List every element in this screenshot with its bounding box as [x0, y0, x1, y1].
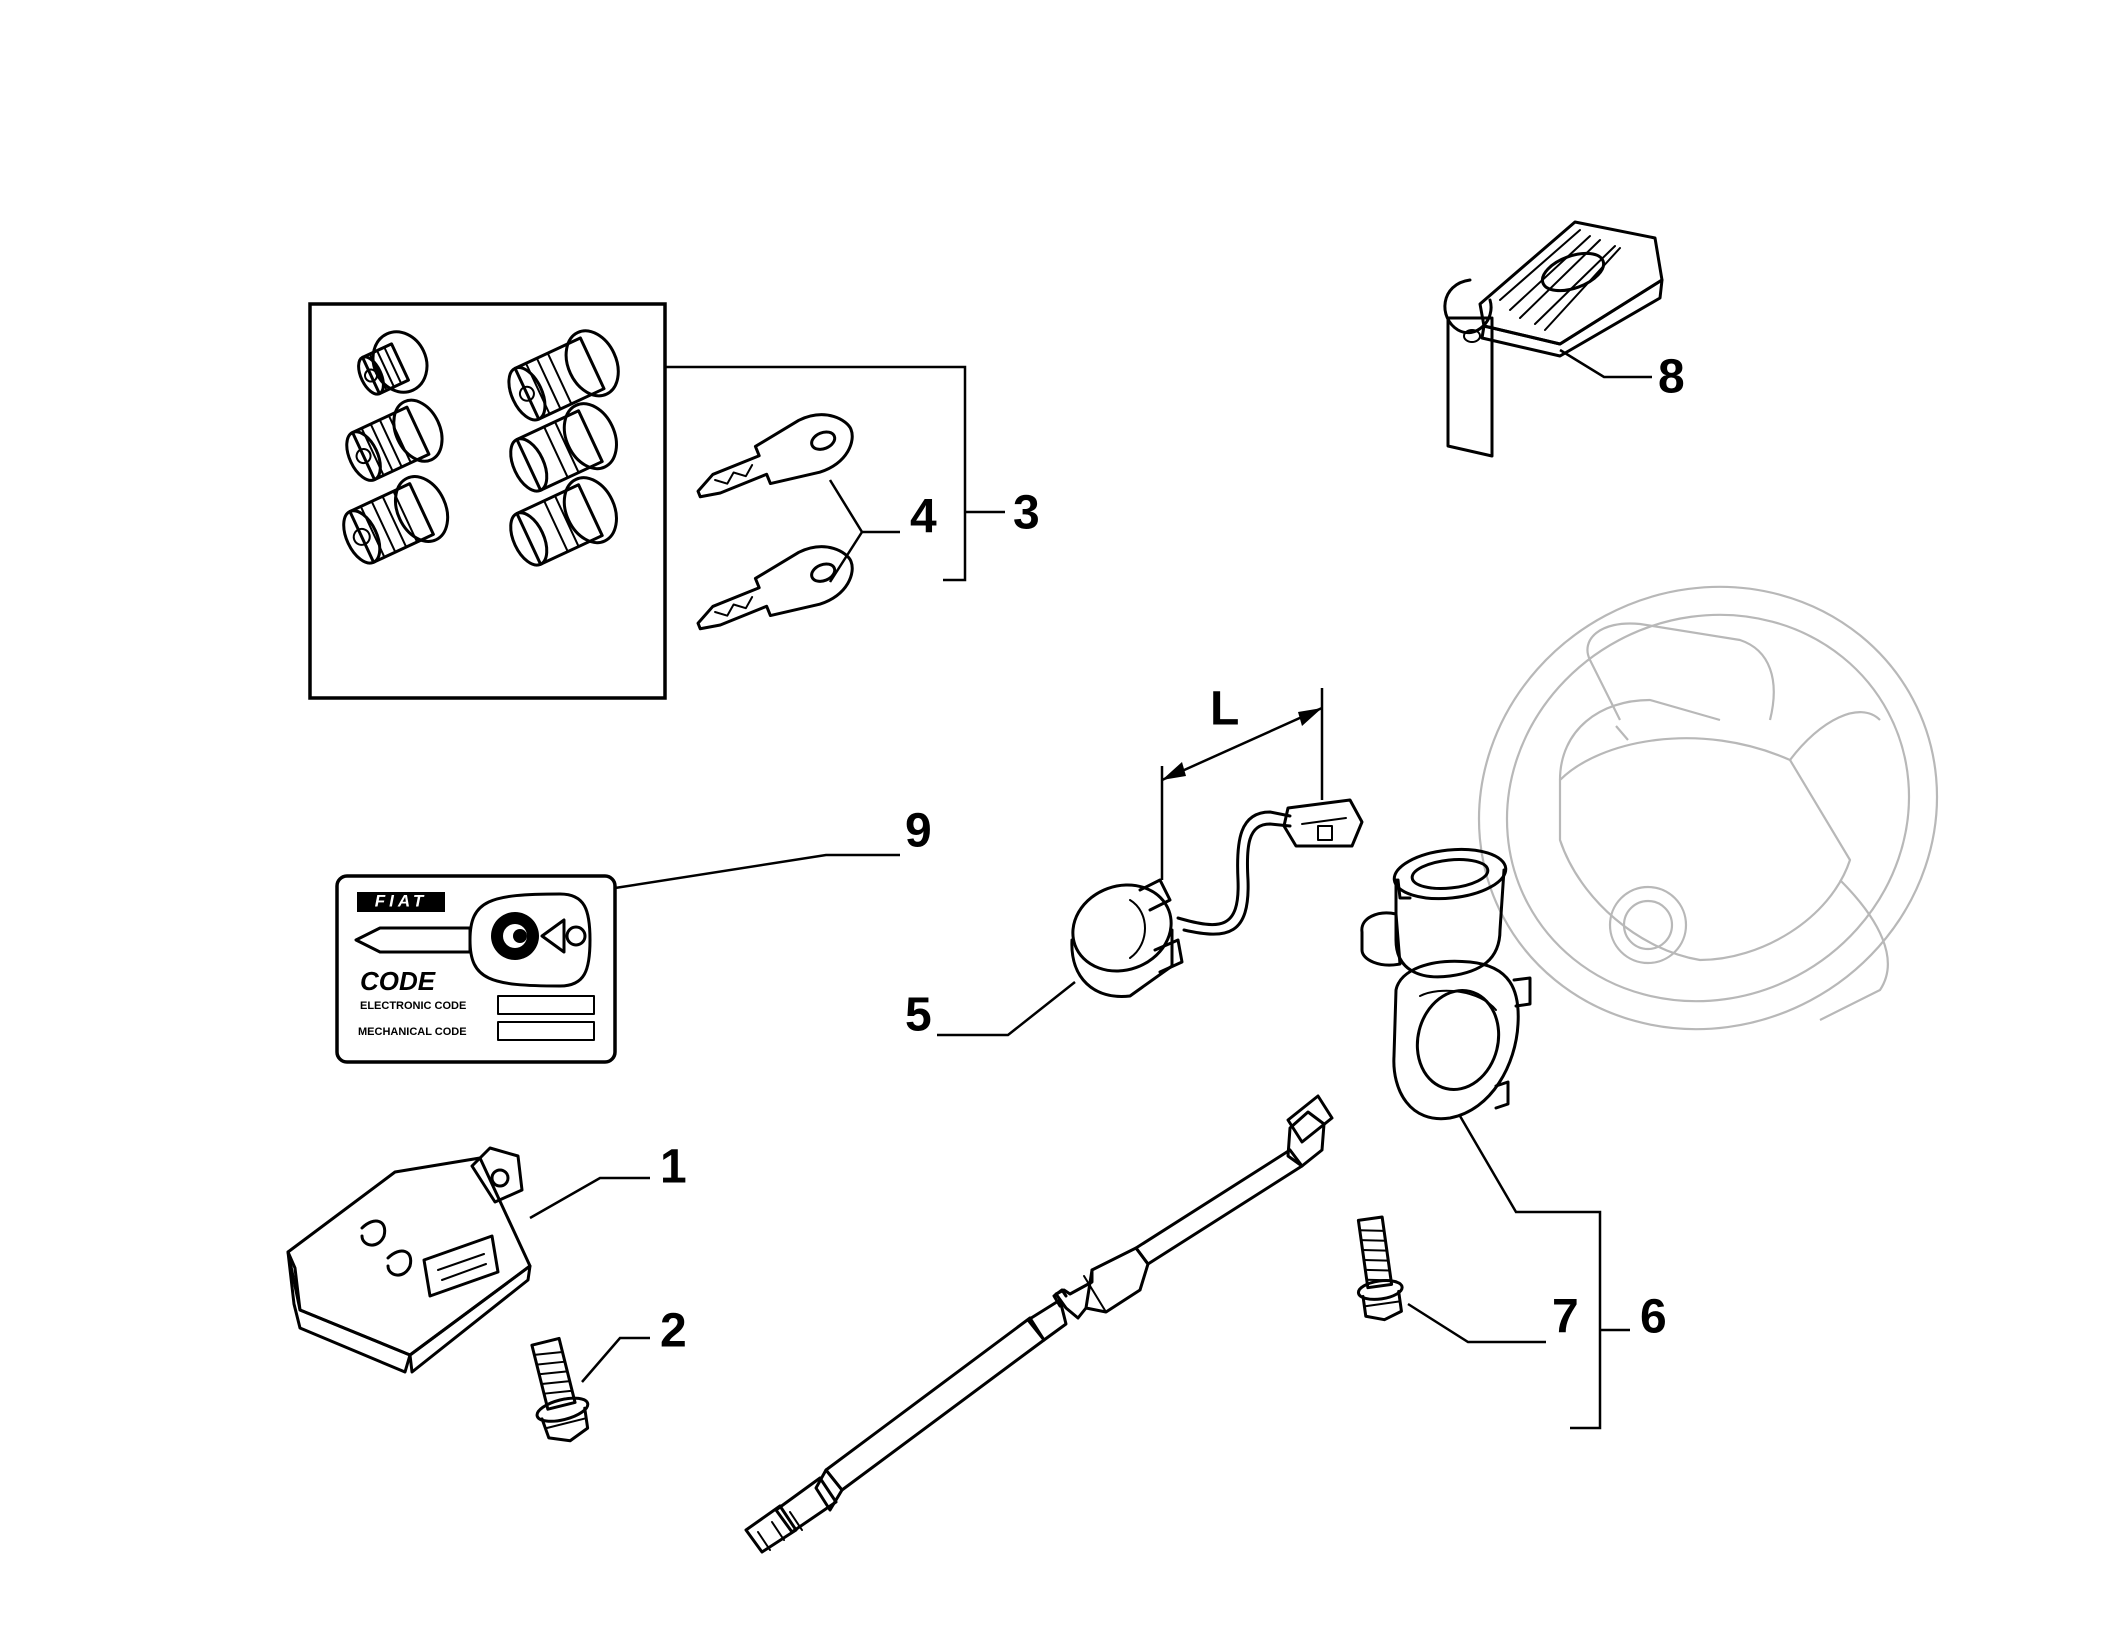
leader-lines-3-4: [665, 365, 1005, 583]
leader-line-6: [1458, 1115, 1602, 1430]
leader-line-5: [937, 981, 1076, 1037]
lock-cylinder-icon: [342, 329, 620, 567]
card-mechanical-code-label: MECHANICAL CODE: [358, 1026, 467, 1038]
callout-9: 9: [905, 805, 932, 858]
callout-8: 8: [1658, 351, 1685, 404]
leader-line-2: [581, 1336, 650, 1383]
dimension-L: [1160, 688, 1324, 880]
card-code-label: CODE: [360, 966, 436, 996]
dimension-L-label: L: [1210, 683, 1239, 736]
immobilizer-control-unit-icon: [286, 1146, 532, 1374]
card-electronic-code-label: ELECTRONIC CODE: [360, 1000, 466, 1012]
key-icon: [696, 413, 854, 631]
callout-1: 1: [660, 1141, 687, 1194]
leader-line-1: [529, 1176, 650, 1220]
steering-wheel-icon: [1477, 585, 1939, 1031]
leader-line-9: [614, 853, 900, 890]
aerial-ring-icon: [1070, 798, 1364, 998]
code-card-icon: FIAT CODE ELECTRONIC CODE MECHANICAL COD…: [335, 874, 617, 1064]
bolt-icon: [530, 1336, 590, 1443]
callout-5: 5: [905, 989, 932, 1042]
bolt-icon: [1356, 1215, 1404, 1322]
callout-6: 6: [1640, 1291, 1667, 1344]
callout-2: 2: [660, 1305, 687, 1358]
lock-set-box: [308, 302, 667, 700]
callout-7: 7: [1552, 1291, 1579, 1344]
leader-line-8: [1559, 348, 1652, 379]
steering-shaft-icon: [744, 1094, 1334, 1554]
remote-key-fob-icon: [1443, 220, 1664, 458]
callout-3: 3: [1013, 487, 1040, 540]
card-brand-label: FIAT: [375, 891, 428, 910]
ignition-switch-icon: [1360, 847, 1532, 1121]
leader-line-7: [1407, 1302, 1546, 1344]
callout-4: 4: [910, 491, 937, 544]
